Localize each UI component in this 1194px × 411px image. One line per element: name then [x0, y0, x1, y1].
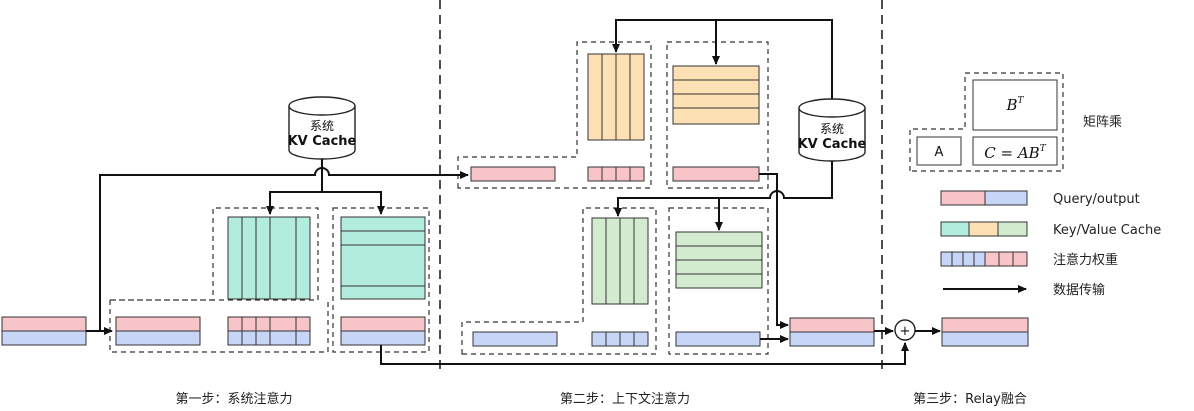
- context-key-matrix-2: [591, 217, 649, 305]
- system-cache-line2: KV Cache: [288, 134, 357, 149]
- stage1-attention-weights: [227, 316, 311, 346]
- context-cache-line1: 系统: [820, 122, 844, 136]
- stage2-merge-block: [789, 317, 875, 347]
- legend-box-a: A: [935, 145, 944, 160]
- legend-kv-cache-label: Key/Value Cache: [1053, 223, 1161, 238]
- legend-box-b: BT: [1005, 96, 1024, 114]
- legend-attention-weights-label: 注意力权重: [1053, 252, 1118, 268]
- stage1-query-block: [115, 316, 201, 346]
- legend-query-output-label: Query/output: [1053, 192, 1140, 207]
- legend-kv-cache: Key/Value Cache: [940, 221, 1161, 238]
- system-key-matrix: [227, 216, 311, 300]
- final-output-block: [941, 317, 1029, 347]
- arrow-system-cache-split: [266, 159, 323, 215]
- context-attention-weights-1: [587, 166, 645, 182]
- context-query-2: [472, 331, 558, 347]
- stage-1-label: 第一步：系统注意力: [175, 391, 292, 407]
- context-attention-weights-2: [591, 331, 649, 347]
- input-query-block: [1, 316, 87, 346]
- system-value-matrix: [340, 216, 426, 300]
- context-output-2: [675, 331, 761, 347]
- stage-2-label: 第二步：上下文注意力: [560, 391, 690, 407]
- arrow-input-to-context-query: [99, 167, 469, 331]
- legend-matmul-label: 矩阵乘: [1083, 115, 1122, 130]
- legend-query-output: Query/output: [940, 190, 1140, 207]
- context-output-1: [672, 166, 760, 182]
- stage1-output-block: [340, 316, 426, 346]
- stage2-top-key-group: [457, 41, 652, 189]
- context-key-matrix-1: [587, 53, 645, 141]
- legend-matmul: BT A C = ABT 矩阵乘: [909, 72, 1122, 172]
- context-query-1: [470, 166, 556, 182]
- arrow-system-cache-to-value: [322, 191, 385, 215]
- context-value-matrix-1: [672, 65, 760, 125]
- legend-data-transfer: 数据传输: [943, 282, 1105, 298]
- context-value-matrix-2: [675, 231, 763, 289]
- context-kv-cache-cylinder: 系统 KV Cache: [798, 98, 867, 162]
- stage2-bottom-key-group: [461, 207, 657, 355]
- stage-3-label: 第三步：Relay融合: [913, 392, 1027, 407]
- arrow-stage1-output-to-plus: [380, 342, 909, 365]
- system-kv-cache-cylinder: 系统 KV Cache: [288, 96, 357, 160]
- plus-symbol: +: [900, 324, 911, 339]
- system-cache-line1: 系统: [310, 119, 334, 133]
- legend-formula: C = ABT: [984, 144, 1046, 162]
- arrow-context-cache-top: [612, 19, 833, 99]
- stage1-system-group: [109, 207, 329, 353]
- legend-data-transfer-label: 数据传输: [1053, 282, 1105, 298]
- stage2-top-value-group: [666, 41, 769, 189]
- arrow-context-output1-to-merge: [759, 173, 789, 329]
- plus-node: +: [894, 319, 916, 341]
- context-cache-line2: KV Cache: [798, 137, 867, 152]
- legend-attention-weights: 注意力权重: [940, 251, 1118, 268]
